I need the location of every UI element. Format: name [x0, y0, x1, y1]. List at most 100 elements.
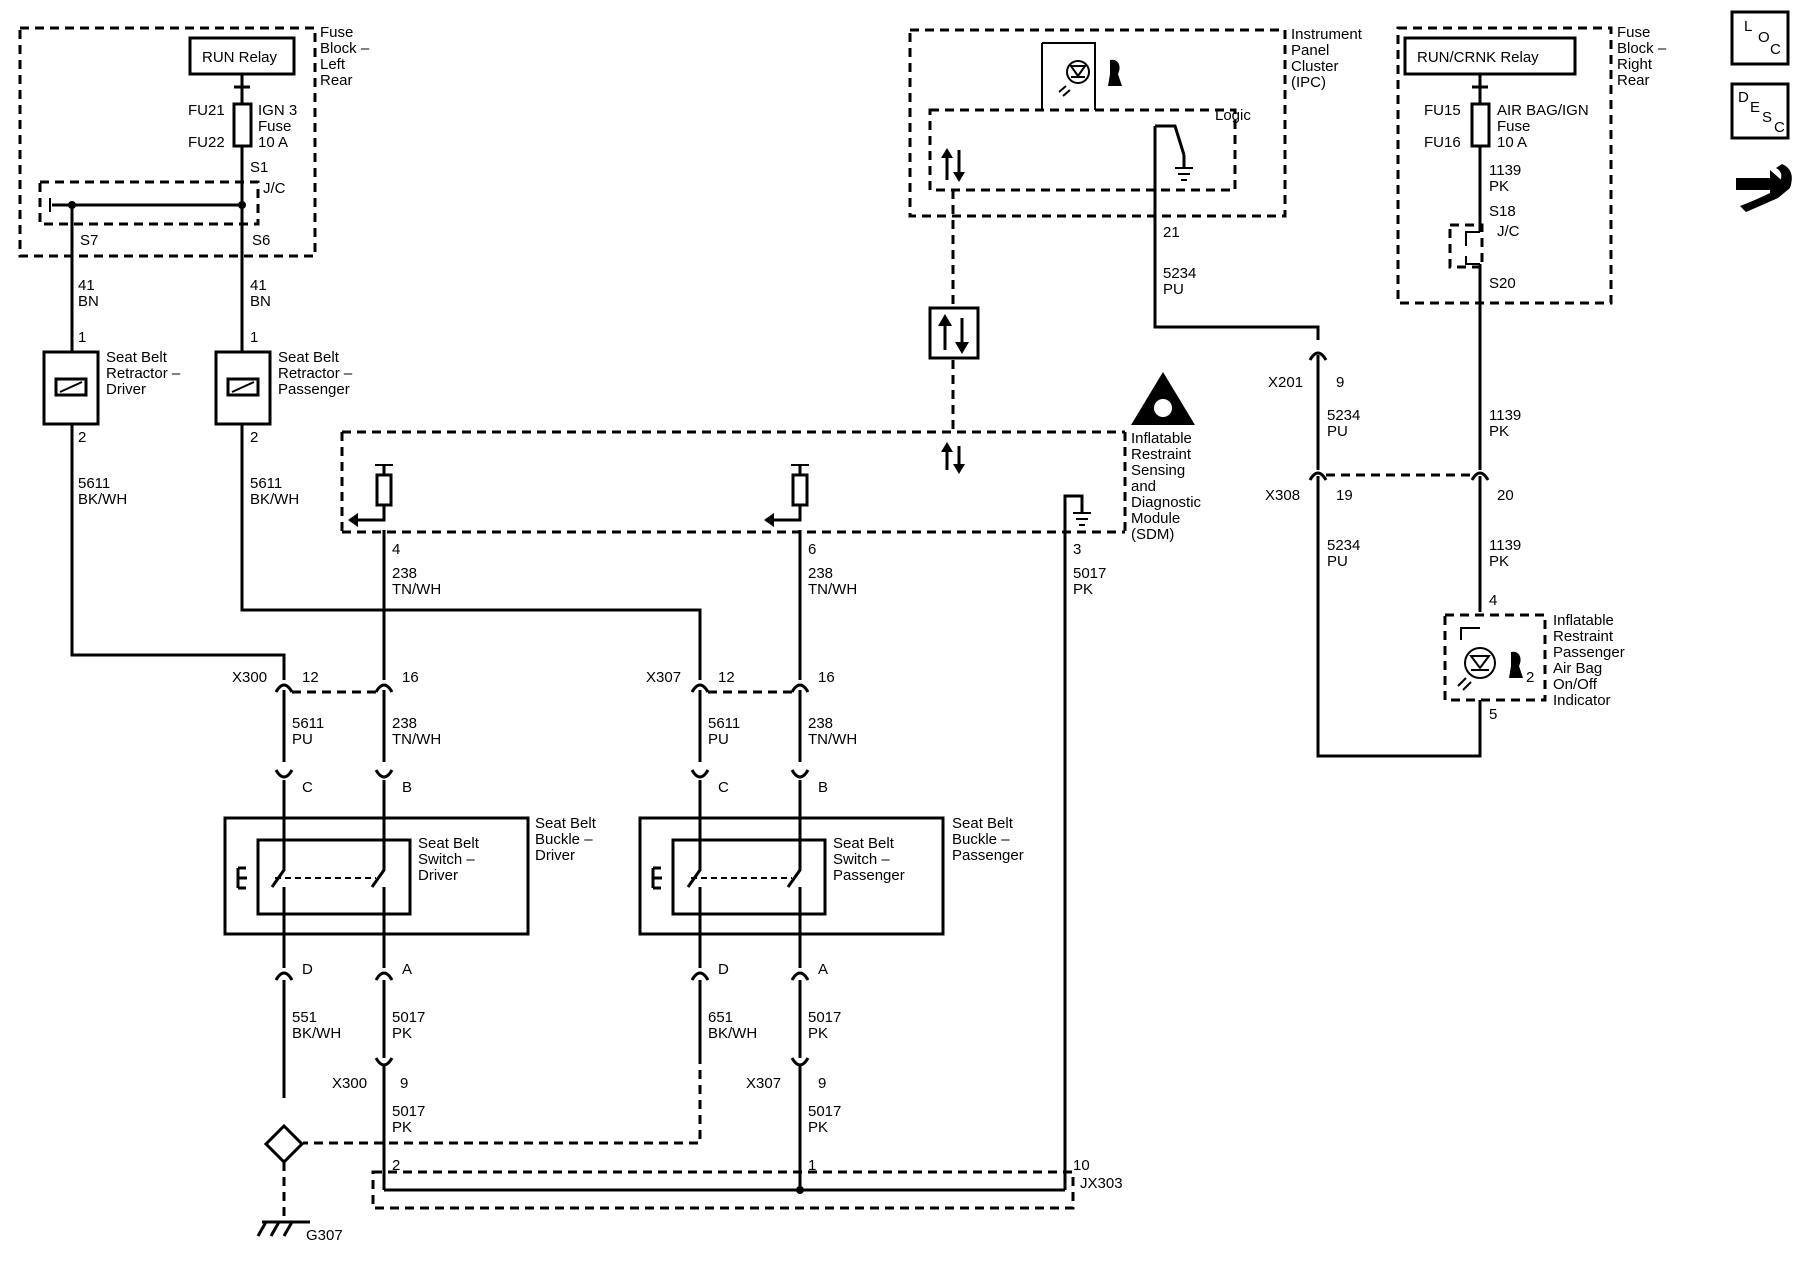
svg-text:S: S — [1762, 109, 1772, 126]
svg-text:1: 1 — [250, 329, 258, 346]
svg-text:C: C — [302, 779, 313, 796]
svg-text:JX303: JX303 — [1080, 1175, 1123, 1192]
svg-text:21: 21 — [1163, 224, 1180, 241]
splice-diamond — [263, 1123, 305, 1165]
location-button[interactable]: L O C — [1730, 10, 1790, 66]
svg-text:S20: S20 — [1489, 275, 1516, 292]
svg-text:X300: X300 — [332, 1075, 367, 1092]
svg-text:FU16: FU16 — [1424, 134, 1461, 151]
fuse-fu21-label: FU21 — [188, 102, 225, 119]
svg-text:E: E — [1750, 99, 1760, 116]
svg-text:3: 3 — [1073, 541, 1081, 558]
svg-text:1: 1 — [808, 1157, 816, 1174]
svg-text:X300: X300 — [232, 669, 267, 686]
fuse-fu22-label: FU22 — [188, 134, 225, 151]
connector-x307-top: X307 12 16 — [646, 669, 835, 694]
run-relay-label: RUN Relay — [202, 49, 278, 66]
svg-text:4: 4 — [1489, 592, 1497, 609]
description-button[interactable]: D E S C — [1730, 82, 1790, 140]
svg-text:10: 10 — [1073, 1157, 1090, 1174]
svg-text:20: 20 — [1497, 487, 1514, 504]
svg-text:C: C — [1770, 41, 1781, 58]
svg-text:16: 16 — [402, 669, 419, 686]
svg-text:2: 2 — [250, 429, 258, 446]
serial-data-symbol — [928, 306, 980, 474]
svg-text:A: A — [402, 961, 412, 978]
svg-text:12: 12 — [302, 669, 319, 686]
svg-text:X307: X307 — [646, 669, 681, 686]
svg-text:6: 6 — [808, 541, 816, 558]
svg-text:C: C — [1774, 119, 1785, 136]
logic-label: Logic — [1215, 107, 1251, 124]
svg-text:X201: X201 — [1268, 374, 1303, 391]
svg-text:9: 9 — [818, 1075, 826, 1092]
svg-text:B: B — [818, 779, 828, 796]
splice-s1: S1 — [250, 159, 268, 176]
svg-text:1: 1 — [78, 329, 86, 346]
svg-text:5: 5 — [1489, 706, 1497, 723]
svg-text:FU15: FU15 — [1424, 102, 1461, 119]
svg-text:J/C: J/C — [1497, 223, 1520, 240]
svg-text:2: 2 — [78, 429, 86, 446]
svg-text:2: 2 — [1526, 669, 1534, 686]
svg-text:X307: X307 — [746, 1075, 781, 1092]
svg-text:D: D — [302, 961, 313, 978]
svg-text:2: 2 — [392, 1157, 400, 1174]
svg-text:4: 4 — [392, 541, 400, 558]
junction-jx303: 2 1 10 JX303 — [371, 1157, 1123, 1210]
jc-left-label: J/C — [263, 180, 286, 197]
svg-text:G307: G307 — [306, 1227, 343, 1244]
splice-s7: S7 — [80, 232, 98, 249]
svg-text:D: D — [718, 961, 729, 978]
connector-tool-icon[interactable] — [1736, 164, 1792, 212]
splice-s6: S6 — [252, 232, 270, 249]
svg-text:A: A — [818, 961, 828, 978]
ground-g307: G307 — [256, 1220, 343, 1244]
svg-text:B: B — [402, 779, 412, 796]
svg-text:9: 9 — [400, 1075, 408, 1092]
connector-x300-top: X300 12 16 — [232, 669, 419, 694]
svg-text:16: 16 — [818, 669, 835, 686]
svg-text:12: 12 — [718, 669, 735, 686]
run-crnk-relay-label: RUN/CRNK Relay — [1417, 49, 1539, 66]
svg-text:S18: S18 — [1489, 203, 1516, 220]
svg-text:C: C — [718, 779, 729, 796]
